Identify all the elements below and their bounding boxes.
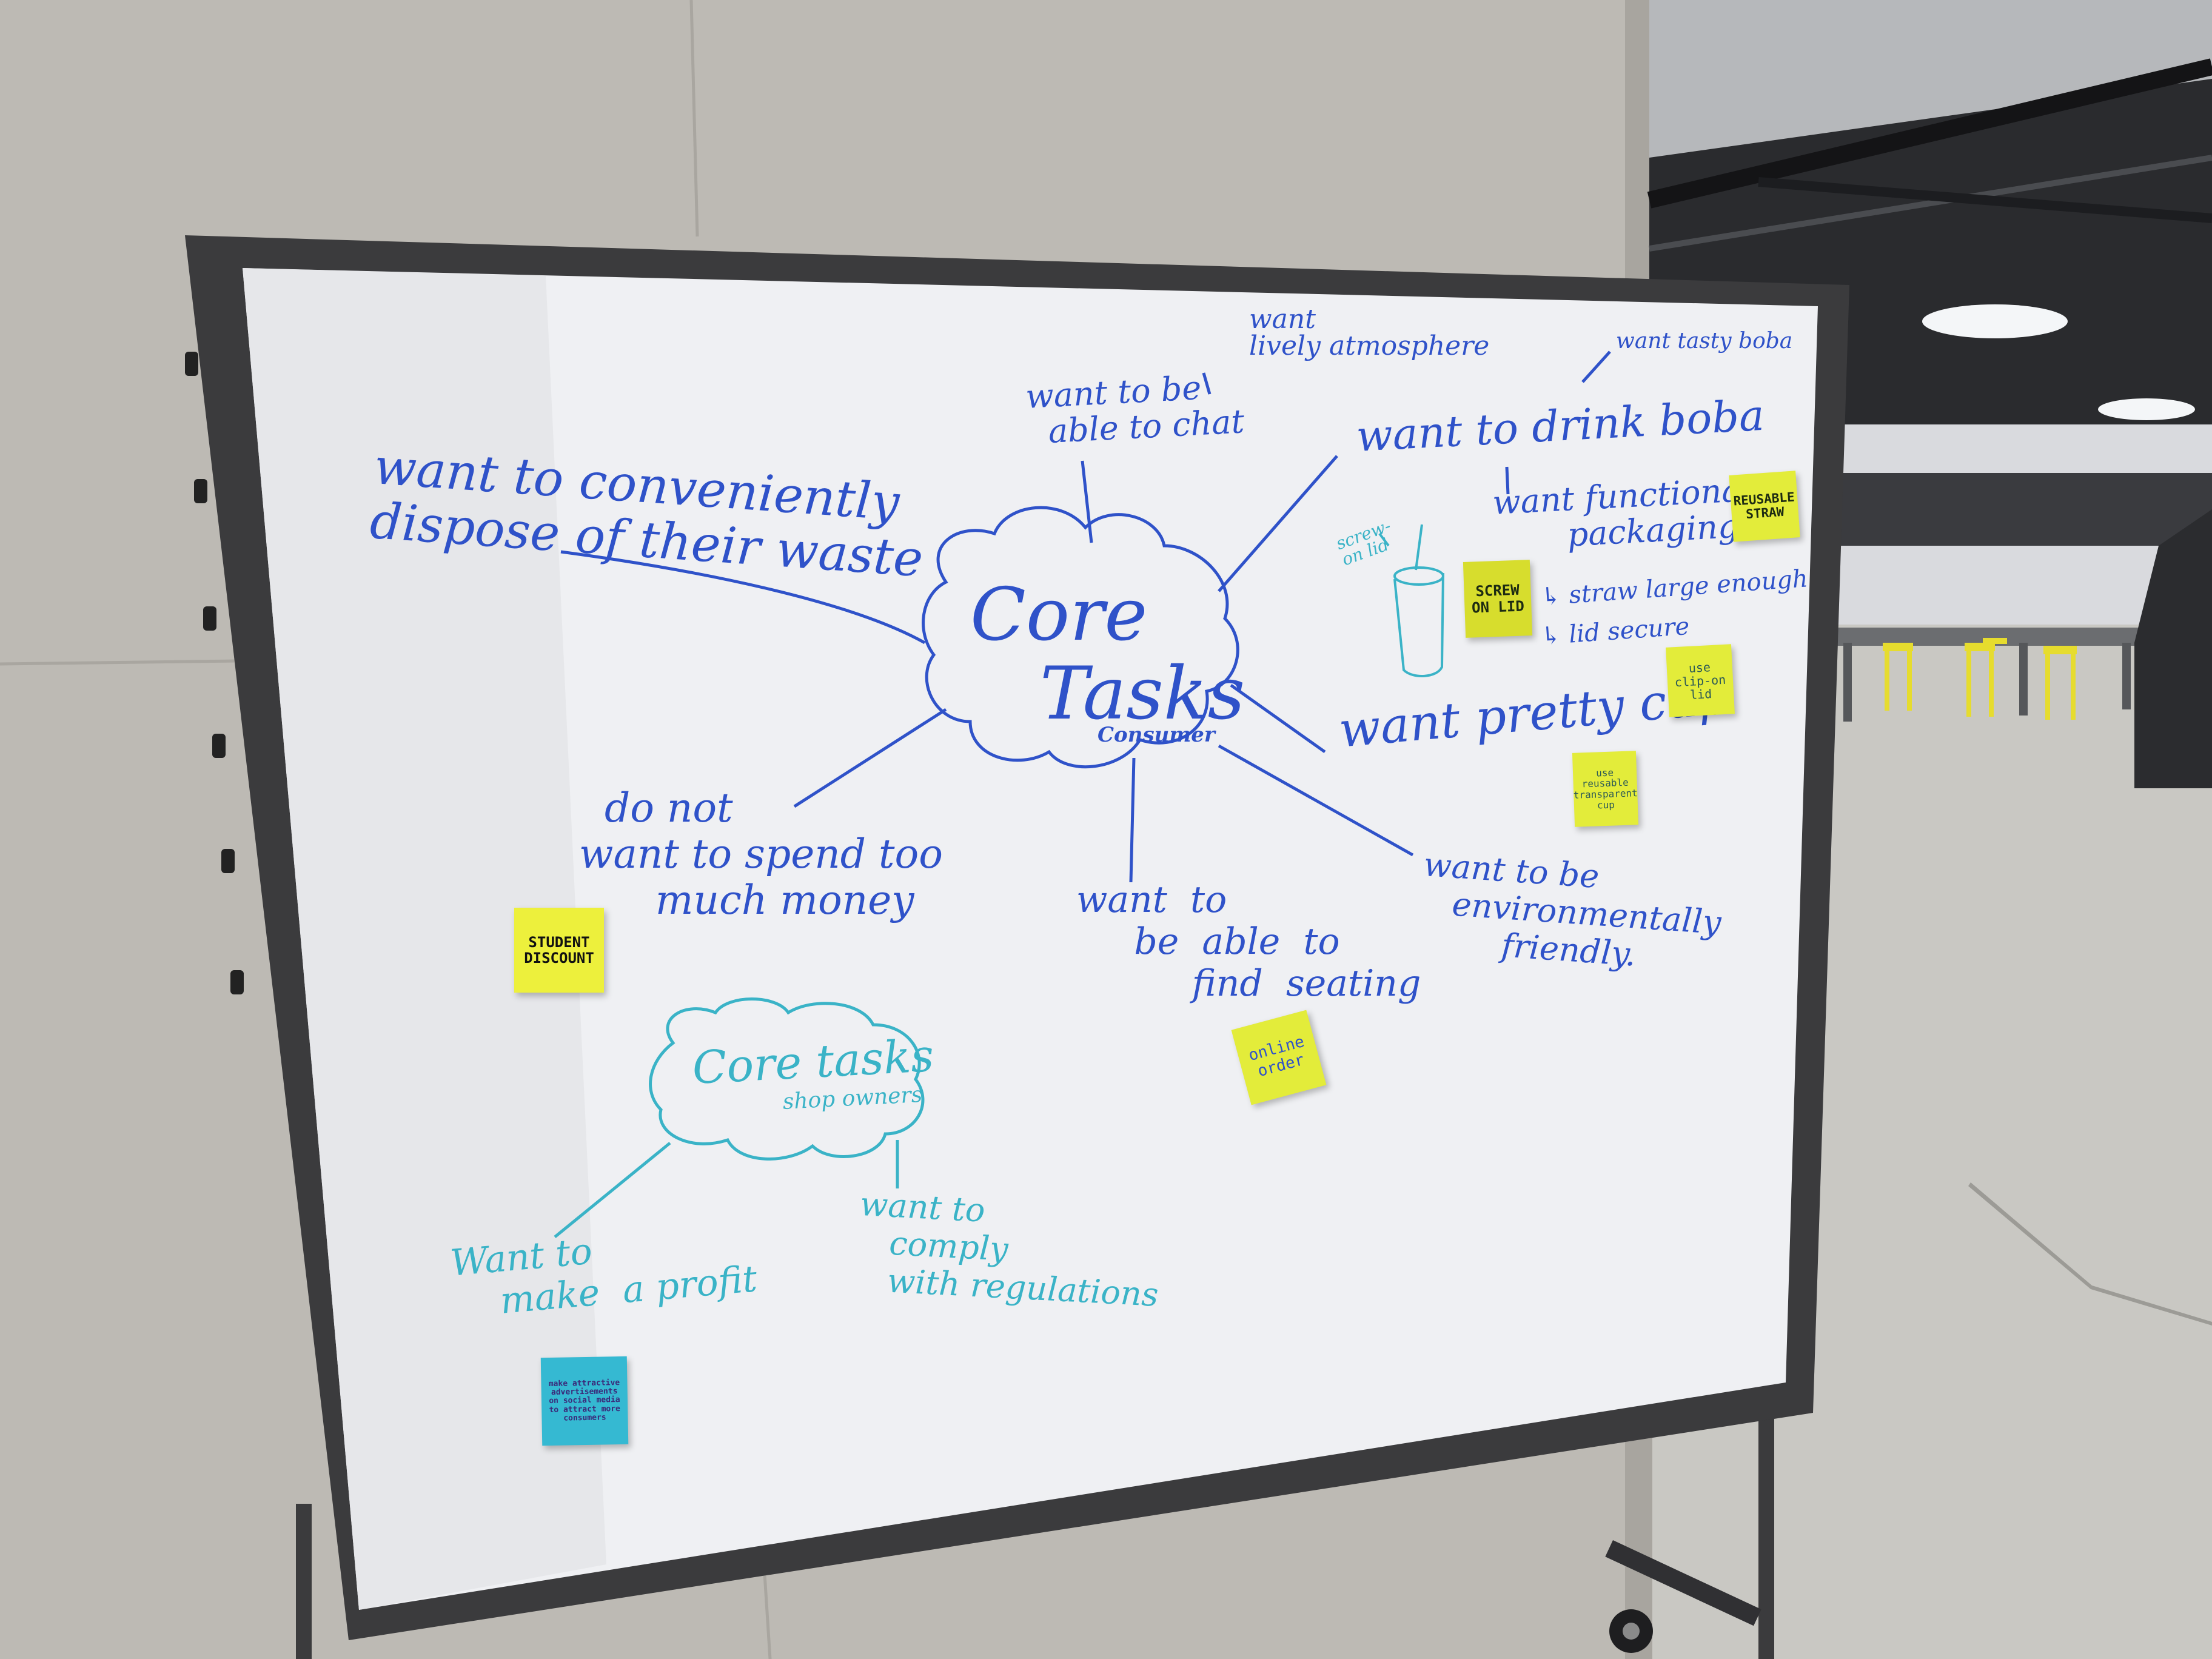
owner-cloud-subtitle: shop owners [782,1082,923,1114]
ceiling-pipe [1649,155,2212,252]
wall-seam [0,659,237,666]
consumer-cloud-title-line2: Tasks [1040,652,1245,736]
sticky-note-student-discount: STUDENT DISCOUNT [514,908,604,993]
owner-cloud [649,997,925,1161]
sticky-note-reusable-straw: REUSABLE STRAW [1729,471,1800,542]
ceiling-light [1922,304,2068,338]
board-caster-wheel [1623,1623,1640,1640]
board-stand-leg [296,1504,312,1659]
cup-sketch-label: screw- on lid [1333,515,1394,570]
stools [1883,638,2077,720]
branch-find-seating: want to be able to find seating [1076,879,1421,1005]
branch-lid-secure: ↳ lid secure [1540,612,1691,651]
sticky-note-screw-on-lid: SCREW ON LID [1463,560,1533,638]
consumer-branch-lines [560,350,1611,883]
ceiling-light [2098,398,2195,420]
branch-lively-atmosphere: want lively atmosphere [1249,304,1490,361]
owner-branch-lines [554,1140,899,1238]
branch-environmentally-friendly: want to be environmentally friendly. [1417,845,1723,974]
ceiling-pipe [1647,58,2212,209]
consumer-cloud-title-line1: Core [970,573,1148,657]
workbench-leg [1843,643,1852,722]
sticky-note-online-order: online order [1231,1010,1327,1105]
back-wall-dark-band [1837,473,2212,546]
board-stand-leg [1758,1395,1774,1659]
workbench-leg [2122,643,2131,709]
owner-cloud-title: Core tasks [691,1030,936,1094]
sticky-note-clip-on-lid: use clip-on lid [1666,644,1735,717]
branch-functional-packaging: want functional packaging [1491,470,1753,554]
workbench-leg [2019,643,2028,716]
branch-straw-large-enough: ↳ straw large enough [1540,565,1809,611]
whiteboard-surface [243,268,1818,1610]
branch-spend-money: do not want to spend too much money [579,785,943,923]
cup-sketch [1378,524,1444,678]
board-caster-base [1605,1540,1761,1626]
whiteboard-shade [243,268,606,1610]
wall-seam [762,1564,772,1659]
branch-tasty-boba: want tasty boba [1616,329,1793,354]
consumer-cloud [922,506,1239,769]
owner-branch-regulations: want to comply with regulations [855,1185,1160,1315]
staircase [2134,509,2212,788]
ceiling-vents [1649,0,2212,158]
consumer-cloud-subtitle: Consumer [1098,723,1215,747]
sticky-note-social-media: make attractive advertisements on social… [540,1356,629,1446]
owner-branch-profit: Want to make a profit [448,1230,759,1327]
sticky-note-reusable-cup: use reusable transparent cup [1572,751,1639,827]
branch-able-to-chat: want to be able to chat [1024,368,1245,452]
ceiling-pipe [1758,177,2212,223]
wall-seam [689,0,699,237]
branch-drink-boba: want to drink boba [1355,390,1766,461]
frame-pegs [185,352,244,994]
branch-dispose-waste: want to conveniently dispose of their wa… [368,438,925,589]
